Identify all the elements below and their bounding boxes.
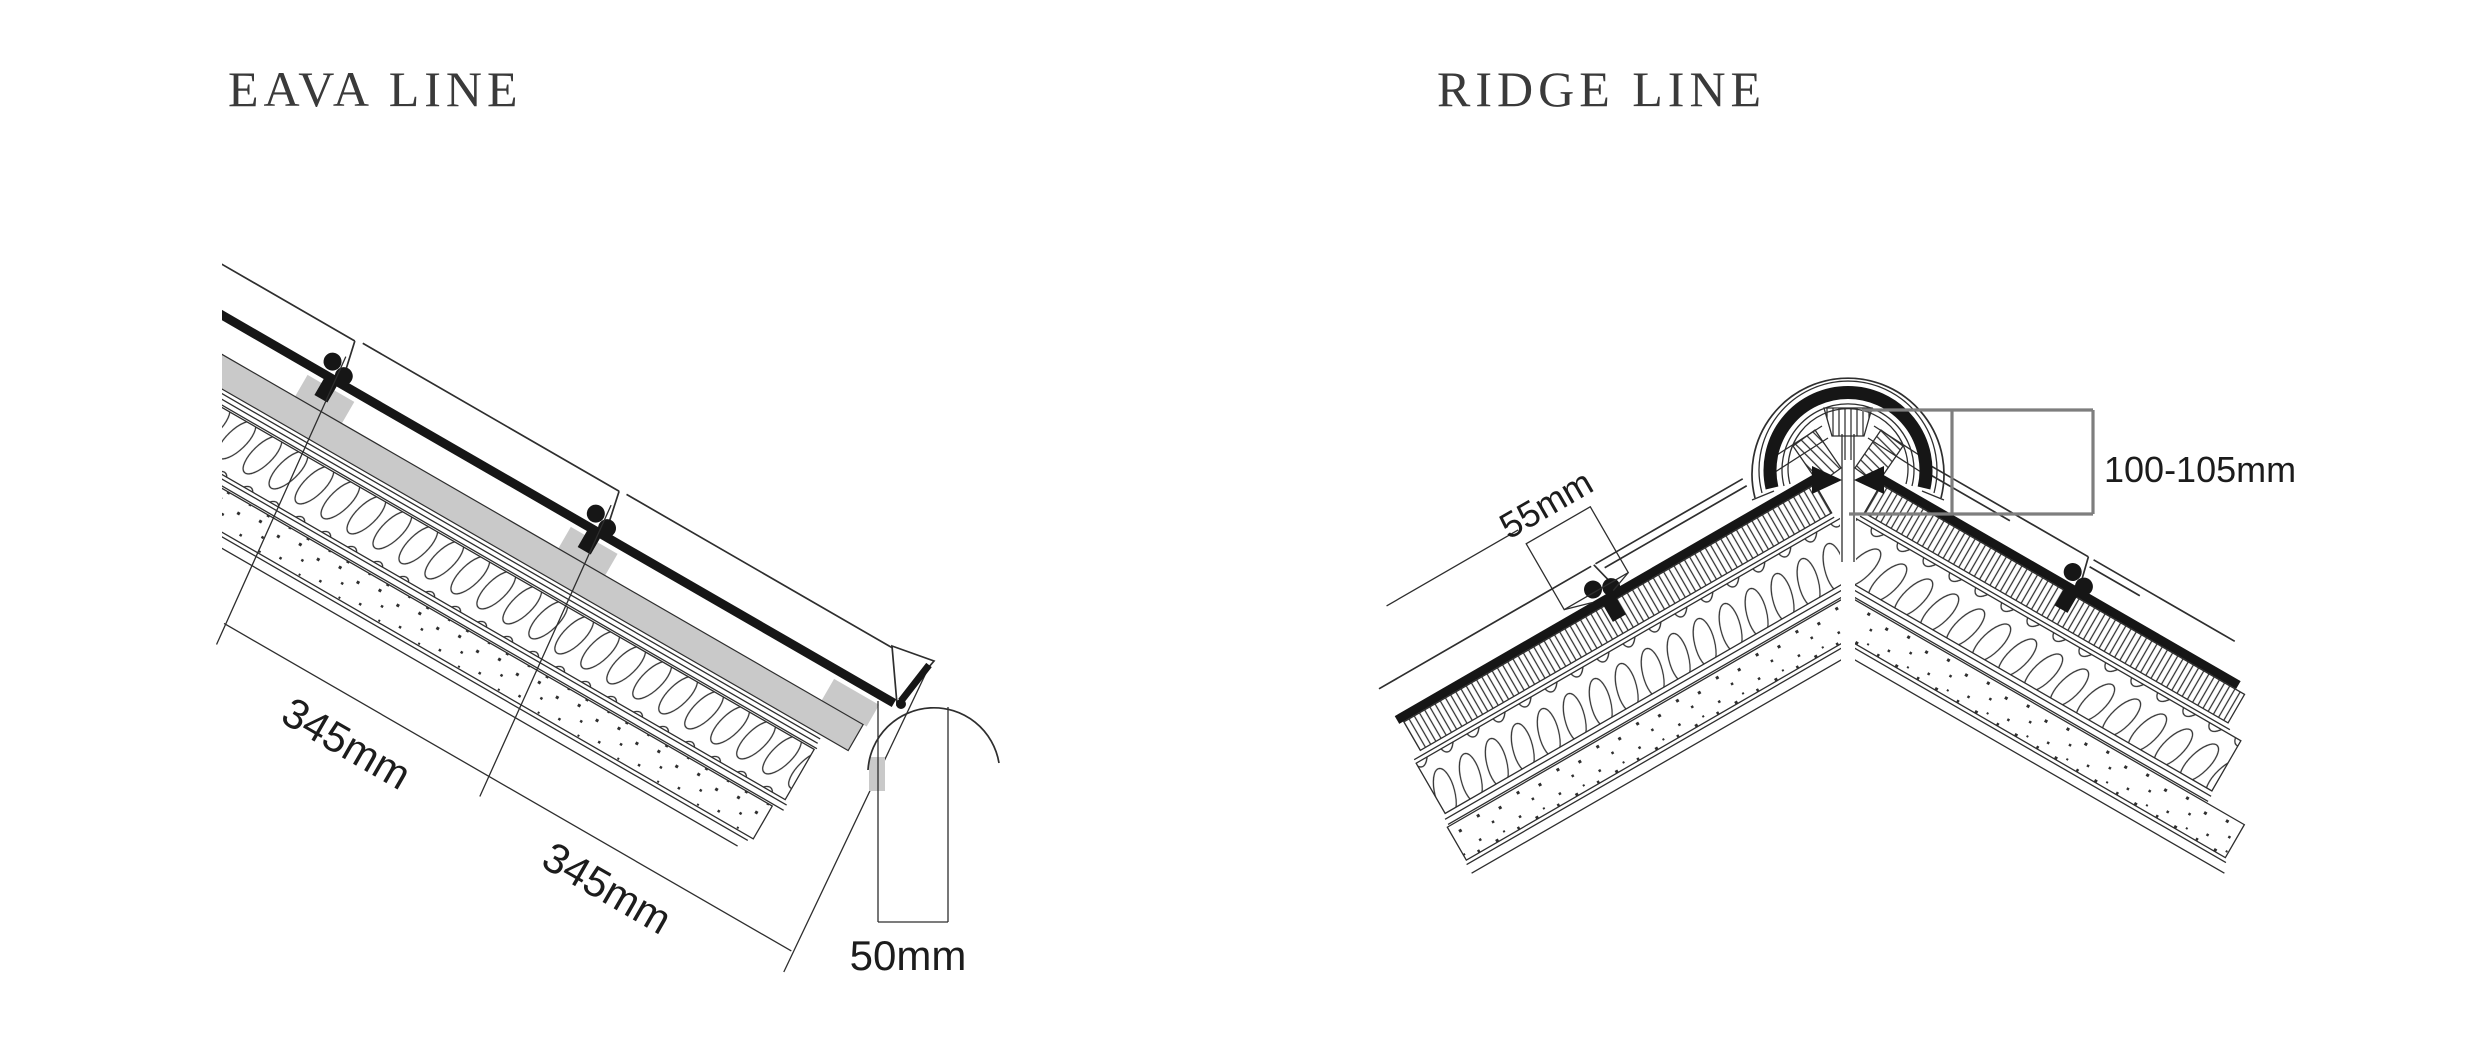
ridge-right-heavy-line [1874, 472, 2241, 689]
gutter-profile-arc [867, 706, 1000, 771]
dim-label-batten: 55mm [1492, 461, 1599, 547]
eave-roof-buildup [222, 241, 929, 847]
eave-batten-block-3 [821, 678, 880, 727]
fascia-drip-edge [898, 662, 932, 704]
eave-tile-courses [222, 241, 929, 670]
dim-label-course2: 345mm [535, 833, 680, 944]
ridge-diagram: 55mm [1378, 377, 2296, 874]
dim-label-course1: 345mm [274, 688, 419, 799]
ridge-left-screed [1446, 577, 1841, 861]
eave-diagram: 345mm 345mm 50mm [215, 241, 1000, 979]
ridge-arrow-right [1854, 466, 1884, 494]
gutter-bracket [869, 757, 885, 791]
ridge-dimension-100-105: 100-105mm [1849, 408, 2296, 516]
ridge-left-soffit-lines [1466, 613, 1841, 874]
ridge-right-membrane-line [1859, 515, 2231, 731]
dim-100-box-lines [1849, 408, 2095, 516]
eave-dimension-ticks [215, 356, 930, 973]
eave-lining-lines [222, 402, 787, 811]
eave-insulation-band [222, 348, 816, 801]
ridge-right-lining-lines [1855, 571, 2212, 803]
ridge-left-lining-lines [1444, 571, 1841, 826]
eave-fascia-gutter: 50mm [850, 644, 1000, 979]
eave-dimension-line [223, 622, 792, 952]
eave-title: EAVA LINE [228, 61, 523, 117]
drip-edge-bead [896, 699, 906, 709]
ridge-board-fill [1840, 434, 1856, 562]
eave-soffit-lines [222, 445, 749, 847]
eave-underlay-heavy-line [222, 276, 897, 708]
ridge-right-insulation [1855, 517, 2242, 792]
ridge-right-slope [1855, 465, 2246, 874]
ridge-title: RIDGE LINE [1437, 61, 1766, 117]
ridge-cap [1751, 377, 1945, 501]
ridge-board-hatch [1842, 436, 1854, 460]
ridge-apex [1751, 377, 1945, 562]
dim-55-leaders [1386, 529, 1629, 611]
ridge-left-membrane-line [1413, 516, 1835, 761]
ridge-batten-block [1823, 407, 1873, 437]
fascia-wedge [891, 644, 936, 707]
dim-label-ridge: 100-105mm [2104, 449, 2296, 490]
gutter-dimension-lines [877, 701, 949, 923]
ridge-strap-right [1854, 429, 1904, 485]
eave-sarking-board [222, 308, 864, 752]
ridge-right-tile-lines [1927, 465, 2236, 643]
ridge-strap-left [1792, 429, 1842, 485]
dim-label-gutter: 50mm [850, 932, 967, 979]
ridge-right-batten-hatch [1863, 483, 2246, 724]
eave-membrane-lines [222, 338, 821, 750]
dim-55-box [1525, 505, 1630, 611]
ridge-left-insulation [1415, 517, 1841, 815]
ridge-left-tile-lines [1378, 478, 1748, 690]
ridge-right-screed [1855, 577, 2246, 859]
ridge-arrow-left [1812, 466, 1842, 494]
eave-screed-band [222, 409, 774, 840]
ridge-right-soffit-lines [1855, 613, 2227, 874]
